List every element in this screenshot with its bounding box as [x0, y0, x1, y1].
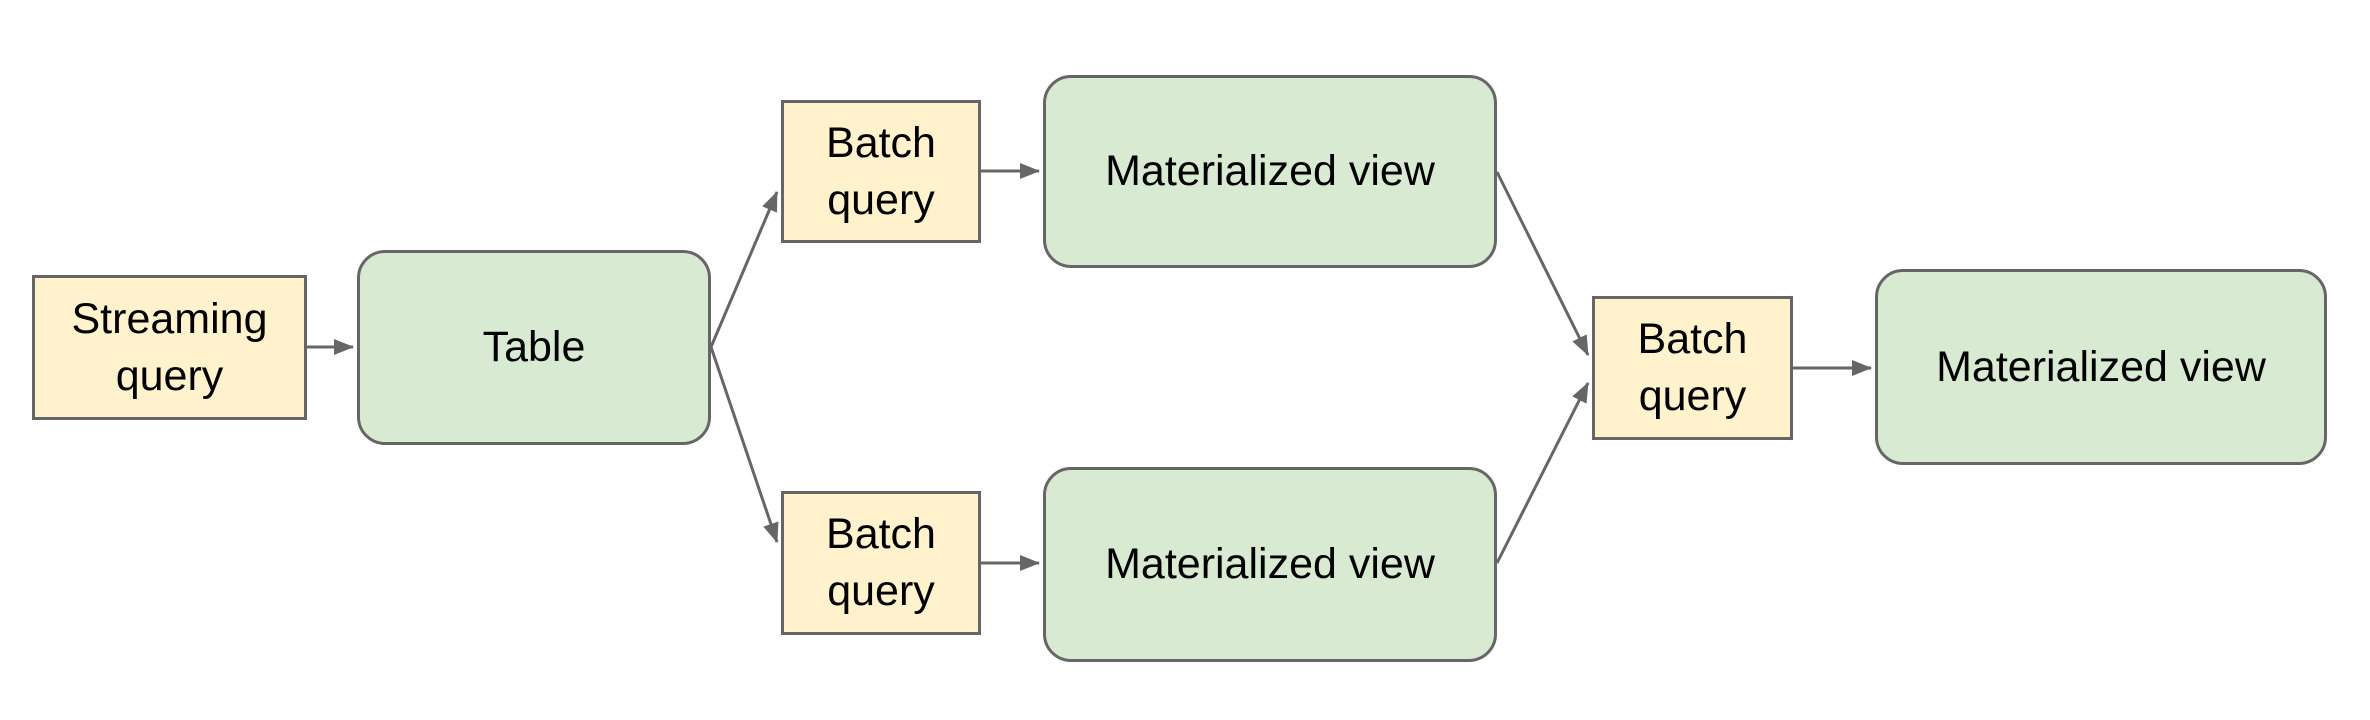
node-table-label: Table — [482, 323, 586, 372]
arrow-table-to-batch-query-top — [709, 191, 779, 348]
node-batch-query-right: Batch query — [1592, 296, 1793, 440]
node-batch-query-bottom: Batch query — [781, 491, 981, 635]
node-batch-query-right-label: Batch query — [1637, 315, 1748, 420]
node-materialized-view-top-label: Materialized view — [1105, 147, 1435, 196]
node-batch-query-top-label: Batch query — [826, 118, 936, 224]
node-materialized-view-top: Materialized view — [1043, 75, 1497, 268]
node-batch-query-bottom-label: Batch query — [826, 510, 936, 615]
node-table: Table — [357, 250, 711, 445]
node-streaming-query-label: Streaming query — [71, 294, 268, 400]
node-streaming-query: Streaming query — [32, 275, 307, 420]
node-materialized-view-bottom: Materialized view — [1043, 467, 1497, 662]
arrow-materialized-view-bottom-to-batch-query-right — [1495, 382, 1590, 564]
node-materialized-view-right-label: Materialized view — [1936, 342, 2266, 391]
node-materialized-view-bottom-label: Materialized view — [1105, 540, 1435, 589]
node-batch-query-top: Batch query — [781, 100, 981, 243]
arrow-materialized-view-top-to-batch-query-right — [1495, 171, 1590, 356]
arrow-table-to-batch-query-bottom — [709, 346, 779, 543]
node-materialized-view-right: Materialized view — [1875, 269, 2327, 465]
